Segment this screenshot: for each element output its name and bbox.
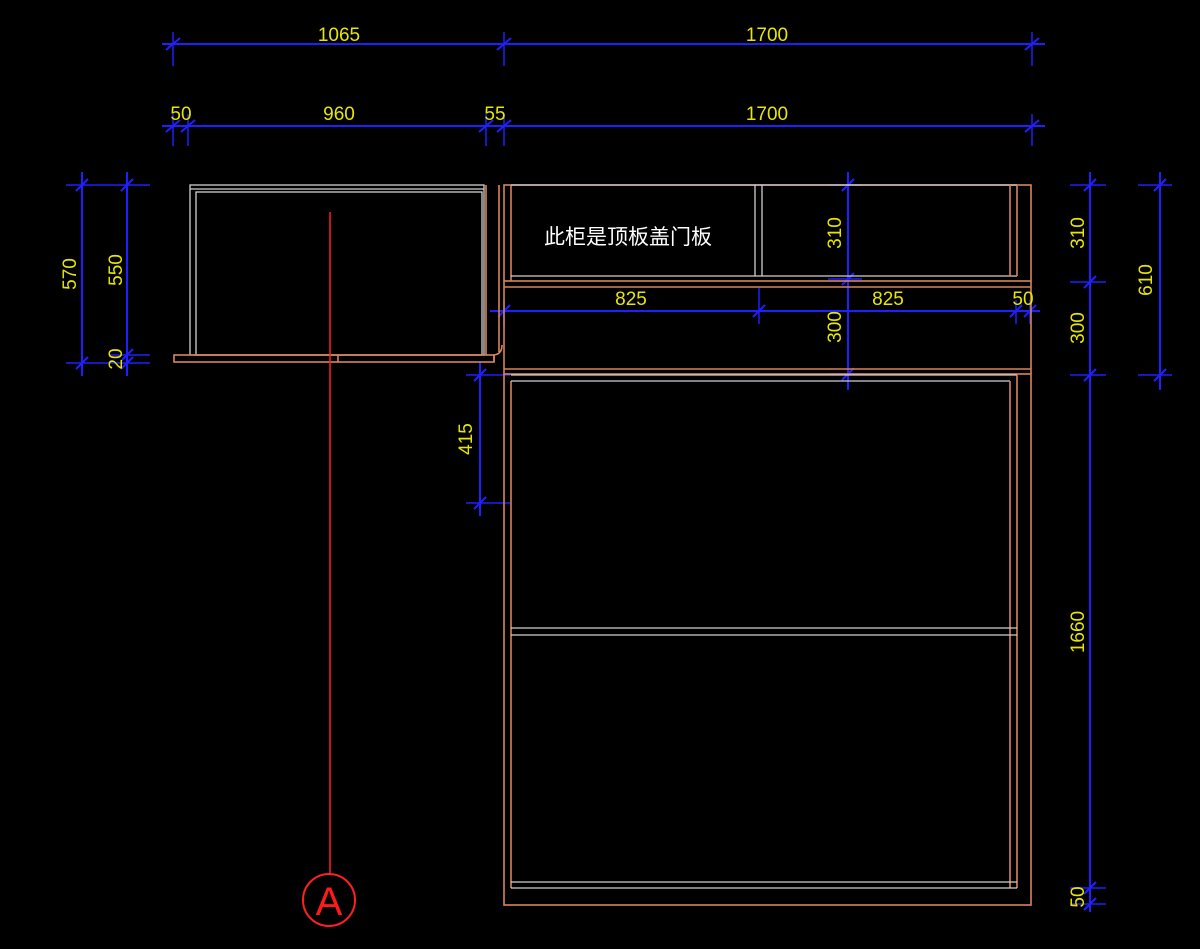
dim-top-left-total: 1065 [318,25,360,46]
dim-right-total-upper: 610 [1136,264,1157,296]
dim-row2-right-width: 1700 [746,104,788,125]
right-cabinet-lower [503,373,1032,906]
dim-left-height-outer: 570 [60,258,81,290]
dim-center-upper: 310 [825,217,846,249]
cabinet-note: 此柜是顶板盖门板 [544,226,712,249]
dim-right-lower: 300 [1068,312,1089,344]
dim-row2-gap: 55 [484,104,505,125]
dim-center-lower: 300 [825,311,846,343]
dimension-lines [66,32,1172,912]
dim-top-right-total: 1700 [746,25,788,46]
right-cabinet-upper [503,184,1032,374]
dim-step-height: 415 [456,423,477,455]
section-axis: A [302,212,356,927]
dim-row2-left-width: 960 [323,104,355,125]
dim-mid-side: 50 [1012,289,1033,310]
dim-left-height-inner: 550 [106,254,127,286]
axis-tag-label: A [316,880,343,924]
dim-right-upper: 310 [1068,217,1089,249]
dim-right-tall: 1660 [1068,611,1089,653]
left-cabinet [173,184,503,363]
dim-mid-left-width: 825 [615,289,647,310]
dim-right-bottom: 50 [1068,886,1089,907]
dim-left-base: 20 [106,348,127,369]
dim-mid-right-width: 825 [872,289,904,310]
dim-row2-left-side: 50 [170,104,191,125]
axis-tag-circle [302,873,356,927]
dimension-labels: 1065 1700 50 960 55 1700 825 825 50 570 … [60,25,1157,908]
